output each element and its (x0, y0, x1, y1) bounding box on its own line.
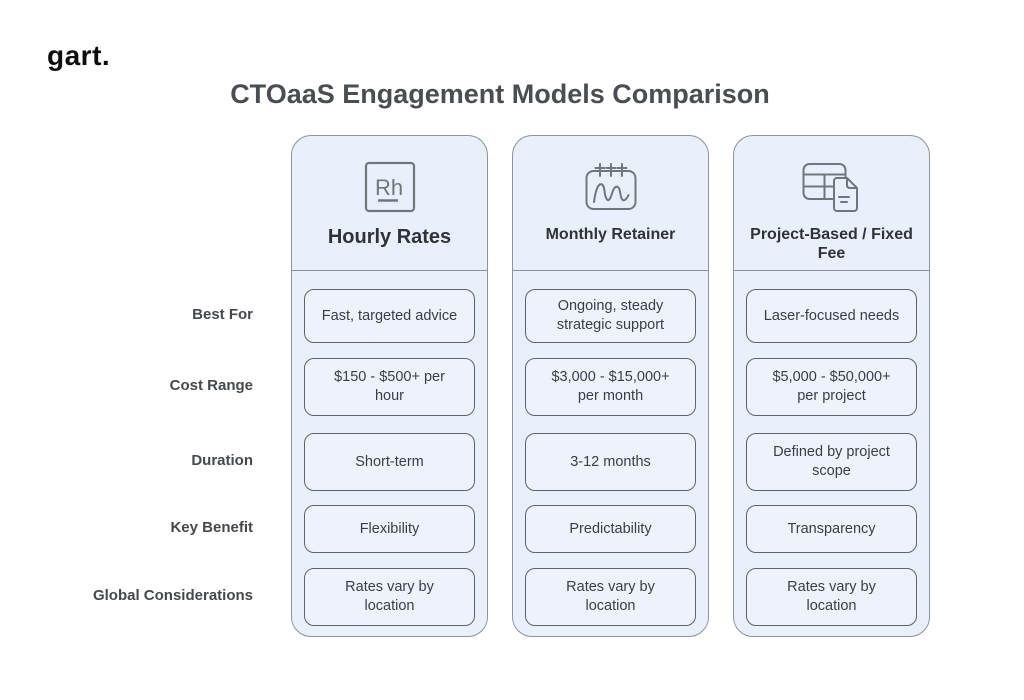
calendar-signature-icon (583, 160, 639, 214)
hourly-rates-best-for-cell: Fast, targeted advice (304, 289, 475, 343)
row-label-best-for: Best For (192, 306, 253, 323)
column-title-hourly-rates: Hourly Rates (327, 226, 452, 248)
hourly-rates-global-considerations-cell: Rates vary by location (304, 568, 475, 626)
project-based-fixed-fee-duration-cell: Defined by project scope (746, 433, 917, 491)
hourly-rates-key-benefit-cell: Flexibility (304, 505, 475, 553)
column-title-project-based-fixed-fee: Project-Based / Fixed Fee (750, 226, 913, 263)
row-label-global-considerations: Global Considerations (92, 587, 253, 604)
project-based-fixed-fee-best-for-cell: Laser-focused needs (746, 289, 917, 343)
column-header-project-based-fixed-fee: Project-Based / Fixed Fee (734, 136, 929, 271)
row-label-duration: Duration (191, 452, 253, 469)
monthly-retainer-cost-range-cell: $3,000 - $15,000+ per month (525, 358, 696, 416)
page-title: CTOaaS Engagement Models Comparison (230, 79, 770, 109)
monthly-retainer-key-benefit-cell: Predictability (525, 505, 696, 553)
monthly-retainer-best-for-cell: Ongoing, steady strategic support (525, 289, 696, 343)
project-based-fixed-fee-key-benefit-cell: Transparency (746, 505, 917, 553)
hourly-rates-cost-range-cell: $150 - $500+ per hour (304, 358, 475, 416)
row-label-cost-range: Cost Range (169, 377, 253, 394)
column-title-monthly-retainer: Monthly Retainer (545, 226, 676, 243)
hourly-rate-icon: Rh (364, 160, 416, 214)
table-document-icon (801, 160, 863, 214)
row-label-key-benefit: Key Benefit (170, 519, 253, 536)
monthly-retainer-global-considerations-cell: Rates vary by location (525, 568, 696, 626)
svg-text:Rh: Rh (374, 175, 402, 200)
project-based-fixed-fee-cost-range-cell: $5,000 - $50,000+ per project (746, 358, 917, 416)
hourly-rates-duration-cell: Short-term (304, 433, 475, 491)
project-based-fixed-fee-global-considerations-cell: Rates vary by location (746, 568, 917, 626)
column-header-monthly-retainer: Monthly Retainer (513, 136, 708, 271)
monthly-retainer-duration-cell: 3-12 months (525, 433, 696, 491)
logo: gart. (47, 40, 111, 71)
